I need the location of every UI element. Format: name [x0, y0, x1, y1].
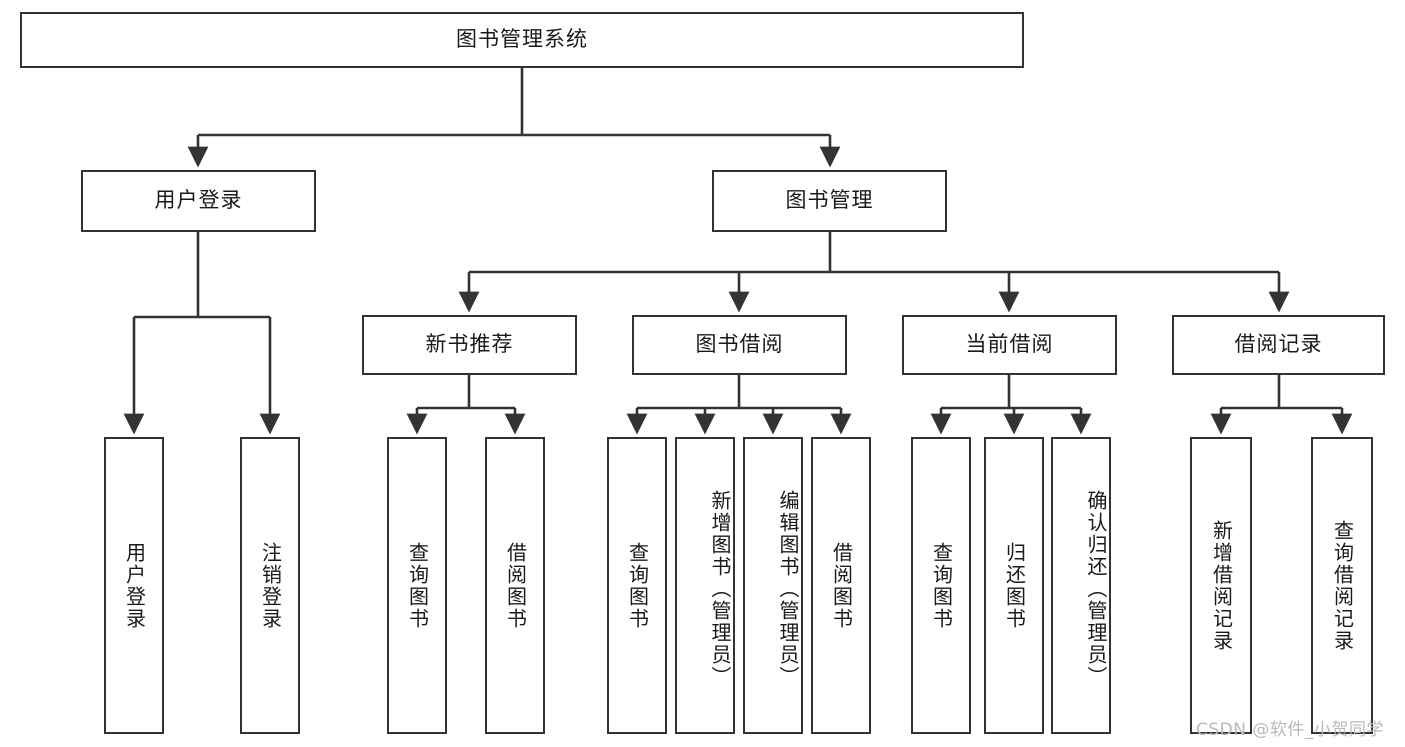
node-user-login[interactable]: 用户登录: [81, 170, 316, 232]
leaf-query-book-recommend[interactable]: 查询图书: [387, 437, 447, 734]
leaf-add-borrow-record[interactable]: 新增借阅记录: [1190, 437, 1252, 734]
node-book-management[interactable]: 图书管理: [712, 170, 947, 232]
leaf-query-book-current[interactable]: 查询图书: [911, 437, 971, 734]
leaf-edit-book-admin[interactable]: 编辑图书（管理员）: [743, 437, 803, 734]
leaf-add-book-admin[interactable]: 新增图书（管理员）: [675, 437, 735, 734]
leaf-user-login[interactable]: 用户登录: [104, 437, 164, 734]
node-current-borrow[interactable]: 当前借阅: [902, 315, 1117, 375]
leaf-borrow-book-recommend[interactable]: 借阅图书: [485, 437, 545, 734]
leaf-borrow-book[interactable]: 借阅图书: [811, 437, 871, 734]
leaf-query-book-borrow[interactable]: 查询图书: [607, 437, 667, 734]
leaf-logout-login[interactable]: 注销登录: [240, 437, 300, 734]
node-root[interactable]: 图书管理系统: [20, 12, 1024, 68]
leaf-return-book[interactable]: 归还图书: [984, 437, 1044, 734]
leaf-query-borrow-record[interactable]: 查询借阅记录: [1311, 437, 1373, 734]
leaf-confirm-return-admin[interactable]: 确认归还（管理员）: [1051, 437, 1111, 734]
csdn-watermark: CSDN @软件_小贺同学: [1196, 720, 1384, 740]
node-new-book-recommend[interactable]: 新书推荐: [362, 315, 577, 375]
node-borrow-record[interactable]: 借阅记录: [1172, 315, 1385, 375]
node-book-borrow[interactable]: 图书借阅: [632, 315, 847, 375]
